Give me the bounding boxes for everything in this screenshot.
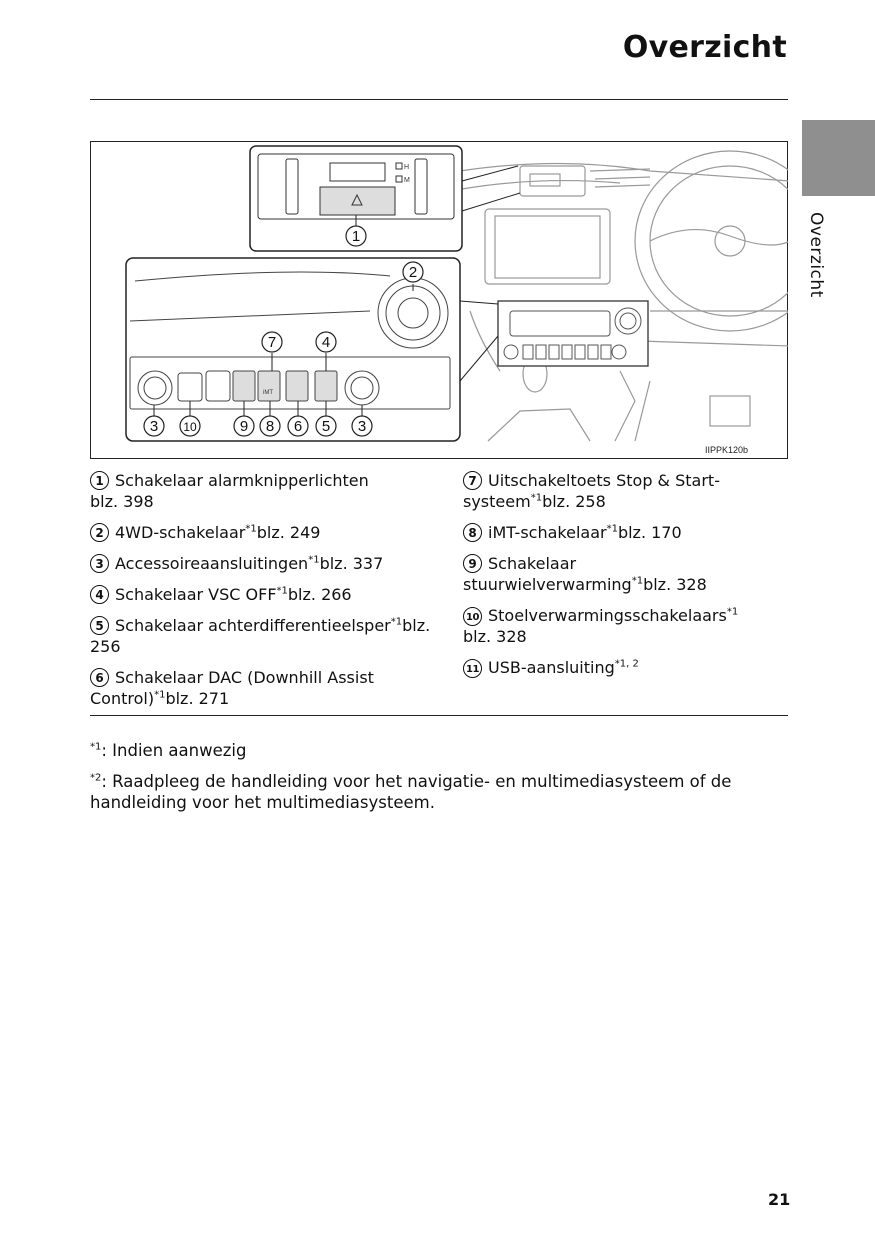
callout-5: 5 (322, 418, 330, 435)
item-text: Schakelaar stuurwielverwarming (463, 554, 632, 594)
item-number: 1 (90, 471, 109, 490)
list-item: 10 Stoelverwarmingsschakelaars*1 blz. 328 (463, 605, 788, 647)
footnote: *2: Raadpleeg de handleiding voor het na… (90, 771, 790, 813)
dashboard-illustration: H M iMT (90, 141, 788, 459)
item-number: 6 (90, 668, 109, 687)
callout-9: 9 (240, 418, 248, 435)
callout-10: 10 (183, 420, 197, 434)
svg-text:H: H (404, 164, 409, 171)
callout-1: 1 (352, 228, 360, 245)
callout-3-right: 3 (358, 418, 366, 435)
item-text: Schakelaar achterdifferentieelsper (115, 616, 391, 635)
item-sup: *1 (308, 554, 320, 566)
item-text: Accessoireaansluitingen (115, 554, 309, 573)
callout-3-left: 3 (150, 418, 158, 435)
item-list-left: 1 Schakelaar alarmknipperlichten blz. 398… (90, 470, 450, 719)
item-text: Schakelaar VSC OFF (115, 585, 277, 604)
footnote-mark: *2 (90, 772, 102, 784)
item-number: 2 (90, 523, 109, 542)
section-rule (90, 715, 788, 716)
image-code: IIPPK120b (705, 445, 748, 455)
page-title: Overzicht (622, 30, 787, 65)
item-number: 3 (90, 554, 109, 573)
item-sup: *1 (276, 585, 288, 597)
item-ref: blz. 249 (256, 523, 321, 542)
item-number: 7 (463, 471, 482, 490)
item-ref: blz. 266 (287, 585, 352, 604)
item-sup: *1, 2 (614, 658, 639, 670)
callout-6: 6 (294, 418, 302, 435)
item-sup: *1 (631, 575, 644, 587)
item-sup: *1 (154, 689, 166, 701)
footnote-text: : Indien aanwezig (101, 741, 247, 760)
item-sup: *1 (726, 606, 739, 618)
list-item: 8 iMT-schakelaar*1blz. 170 (463, 522, 788, 543)
item-text: iMT-schakelaar (488, 523, 607, 542)
item-text: Stoelverwarmingsschakelaars (488, 606, 727, 625)
svg-text:M: M (404, 177, 410, 184)
item-text: 4WD-schakelaar (115, 523, 246, 542)
header-rule (90, 99, 788, 100)
section-tab (802, 120, 875, 196)
item-sup: *1 (530, 492, 543, 504)
item-sup: *1 (390, 616, 403, 628)
item-number: 8 (463, 523, 482, 542)
item-text: Schakelaar alarmknipperlichten (115, 471, 369, 490)
callout-7: 7 (268, 334, 276, 351)
callout-2: 2 (409, 264, 417, 281)
item-ref: blz. 337 (319, 554, 384, 573)
item-text: Schakelaar DAC (Downhill Assist Control) (90, 668, 374, 708)
item-number: 10 (463, 607, 482, 626)
item-ref: blz. 398 (90, 492, 154, 511)
item-ref: blz. 328 (463, 627, 527, 646)
footnote-text: : Raadpleeg de handleiding voor het navi… (90, 772, 732, 812)
item-ref: blz. 328 (643, 575, 707, 594)
item-number: 9 (463, 554, 482, 573)
list-item: 5 Schakelaar achterdifferentieelsper*1blz… (90, 615, 450, 657)
list-item: 4 Schakelaar VSC OFF*1blz. 266 (90, 584, 450, 605)
item-text: USB-aansluiting (488, 658, 615, 677)
list-item: 3 Accessoireaansluitingen*1blz. 337 (90, 553, 450, 574)
item-number: 5 (90, 616, 109, 635)
list-item: 1 Schakelaar alarmknipperlichten blz. 398 (90, 470, 450, 512)
item-ref: blz. 170 (617, 523, 682, 542)
footnote-mark: *1 (90, 741, 102, 753)
item-sup: *1 (606, 523, 618, 535)
item-ref: blz. 256 (90, 616, 431, 656)
list-item: 11 USB-aansluiting*1, 2 (463, 657, 788, 678)
footnote: *1: Indien aanwezig (90, 740, 790, 761)
page-number: 21 (768, 1190, 791, 1209)
item-sup: *1 (245, 523, 257, 535)
item-ref: blz. 271 (165, 689, 230, 708)
callout-8: 8 (266, 418, 274, 435)
section-tab-label: Overzicht (806, 212, 826, 298)
item-number: 11 (463, 659, 482, 678)
svg-text:iMT: iMT (263, 390, 273, 396)
footnotes: *1: Indien aanwezig *2: Raadpleeg de han… (90, 740, 790, 823)
item-ref: blz. 258 (542, 492, 606, 511)
list-item: 2 4WD-schakelaar*1blz. 249 (90, 522, 450, 543)
item-number: 4 (90, 585, 109, 604)
item-text: Uitschakeltoets Stop & Start-systeem (463, 471, 720, 511)
callout-4: 4 (322, 334, 330, 351)
